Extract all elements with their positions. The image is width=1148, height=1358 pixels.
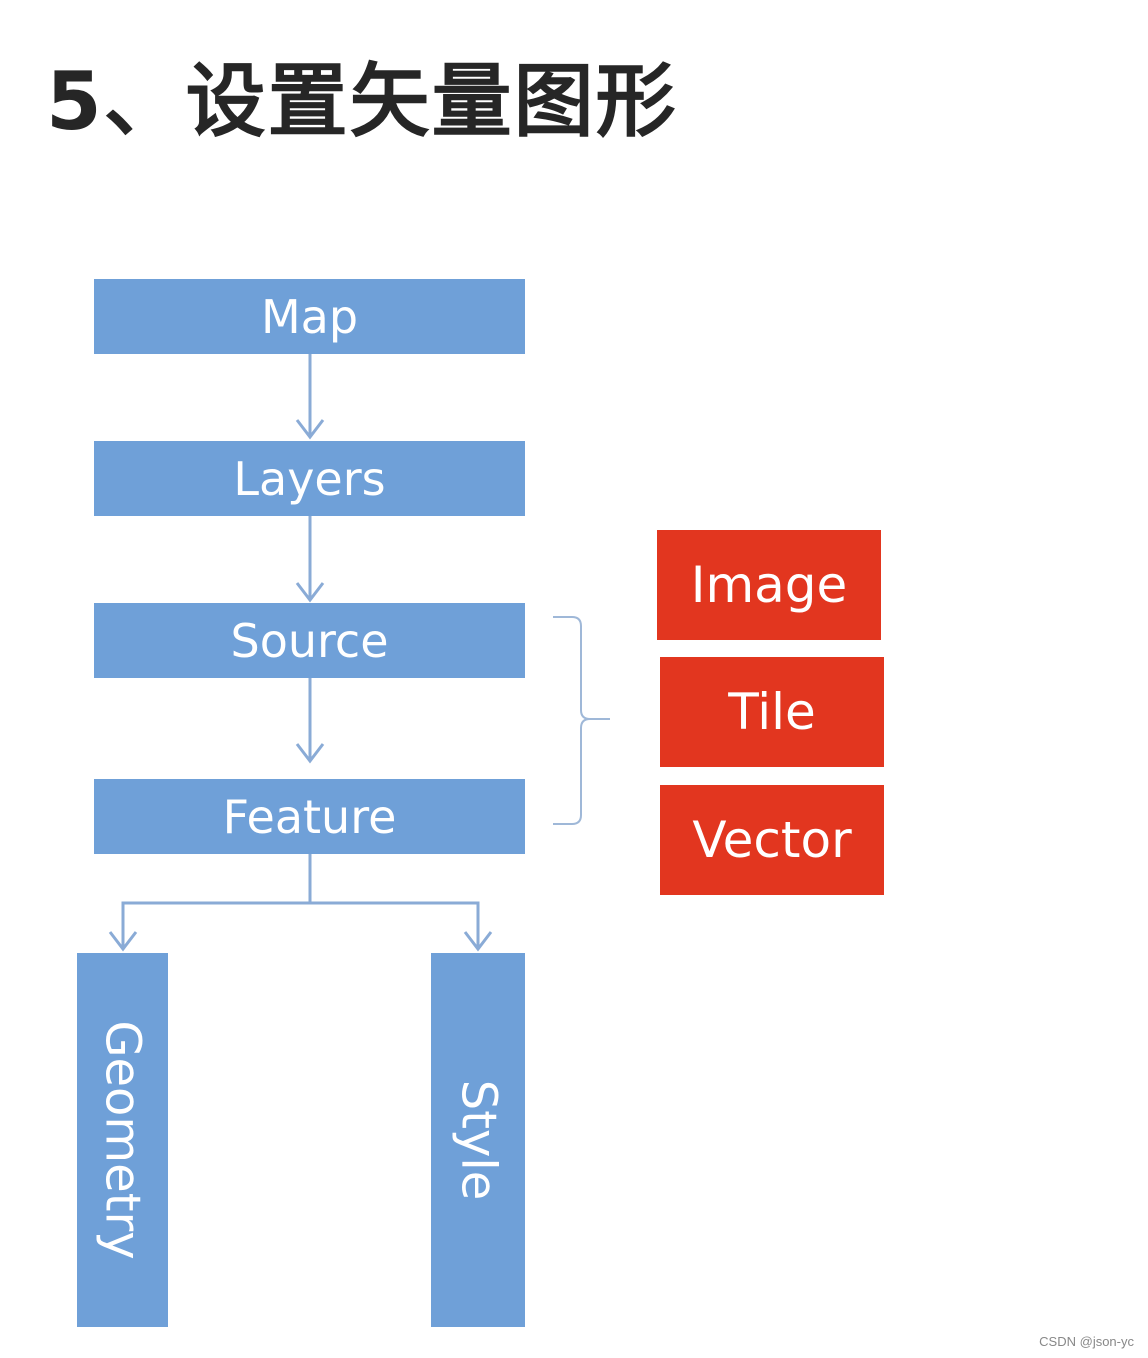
style-box: Style	[431, 953, 525, 1327]
source-type-image-label: Image	[690, 556, 848, 614]
feature-label: Feature	[222, 789, 397, 844]
geometry-label: Geometry	[94, 1020, 151, 1260]
map-box: Map	[94, 279, 525, 354]
source-type-image-box: Image	[657, 530, 881, 640]
source-type-tile-box: Tile	[660, 657, 884, 767]
brace-icon	[553, 616, 610, 825]
arrowhead-layers-icon	[295, 419, 325, 440]
map-label: Map	[260, 289, 359, 344]
watermark: CSDN @json-yc	[1039, 1334, 1134, 1349]
page-title: 5、设置矢量图形	[46, 55, 678, 148]
geometry-box: Geometry	[77, 953, 168, 1327]
source-label: Source	[230, 613, 389, 668]
branch-feature-to-children	[121, 854, 312, 948]
arrowhead-feature-icon	[295, 743, 325, 764]
feature-box: Feature	[94, 779, 525, 854]
layers-label: Layers	[233, 451, 386, 506]
source-type-tile-label: Tile	[728, 683, 816, 741]
layers-box: Layers	[94, 441, 525, 516]
style-label: Style	[450, 1079, 506, 1201]
arrowhead-source-icon	[295, 582, 325, 603]
source-type-vector-label: Vector	[692, 811, 852, 869]
source-box: Source	[94, 603, 525, 678]
arrowhead-geometry-icon	[108, 931, 138, 952]
branch-feature-to-style	[310, 901, 480, 948]
arrowhead-style-icon	[463, 931, 493, 952]
source-type-vector-box: Vector	[660, 785, 884, 895]
